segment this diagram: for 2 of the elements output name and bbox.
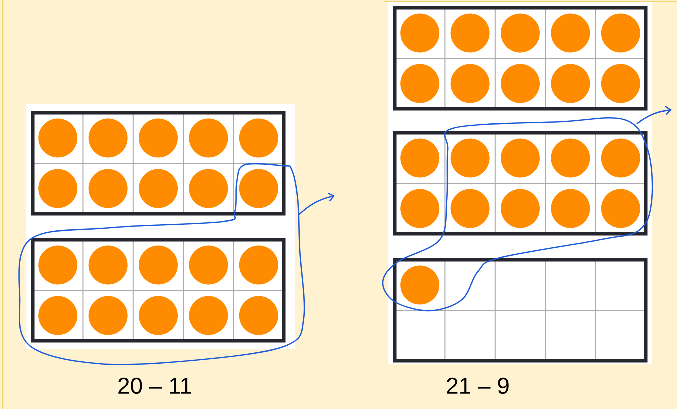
- expression-label: 21 – 9: [447, 378, 509, 394]
- expression-label: 20 – 11: [118, 378, 192, 394]
